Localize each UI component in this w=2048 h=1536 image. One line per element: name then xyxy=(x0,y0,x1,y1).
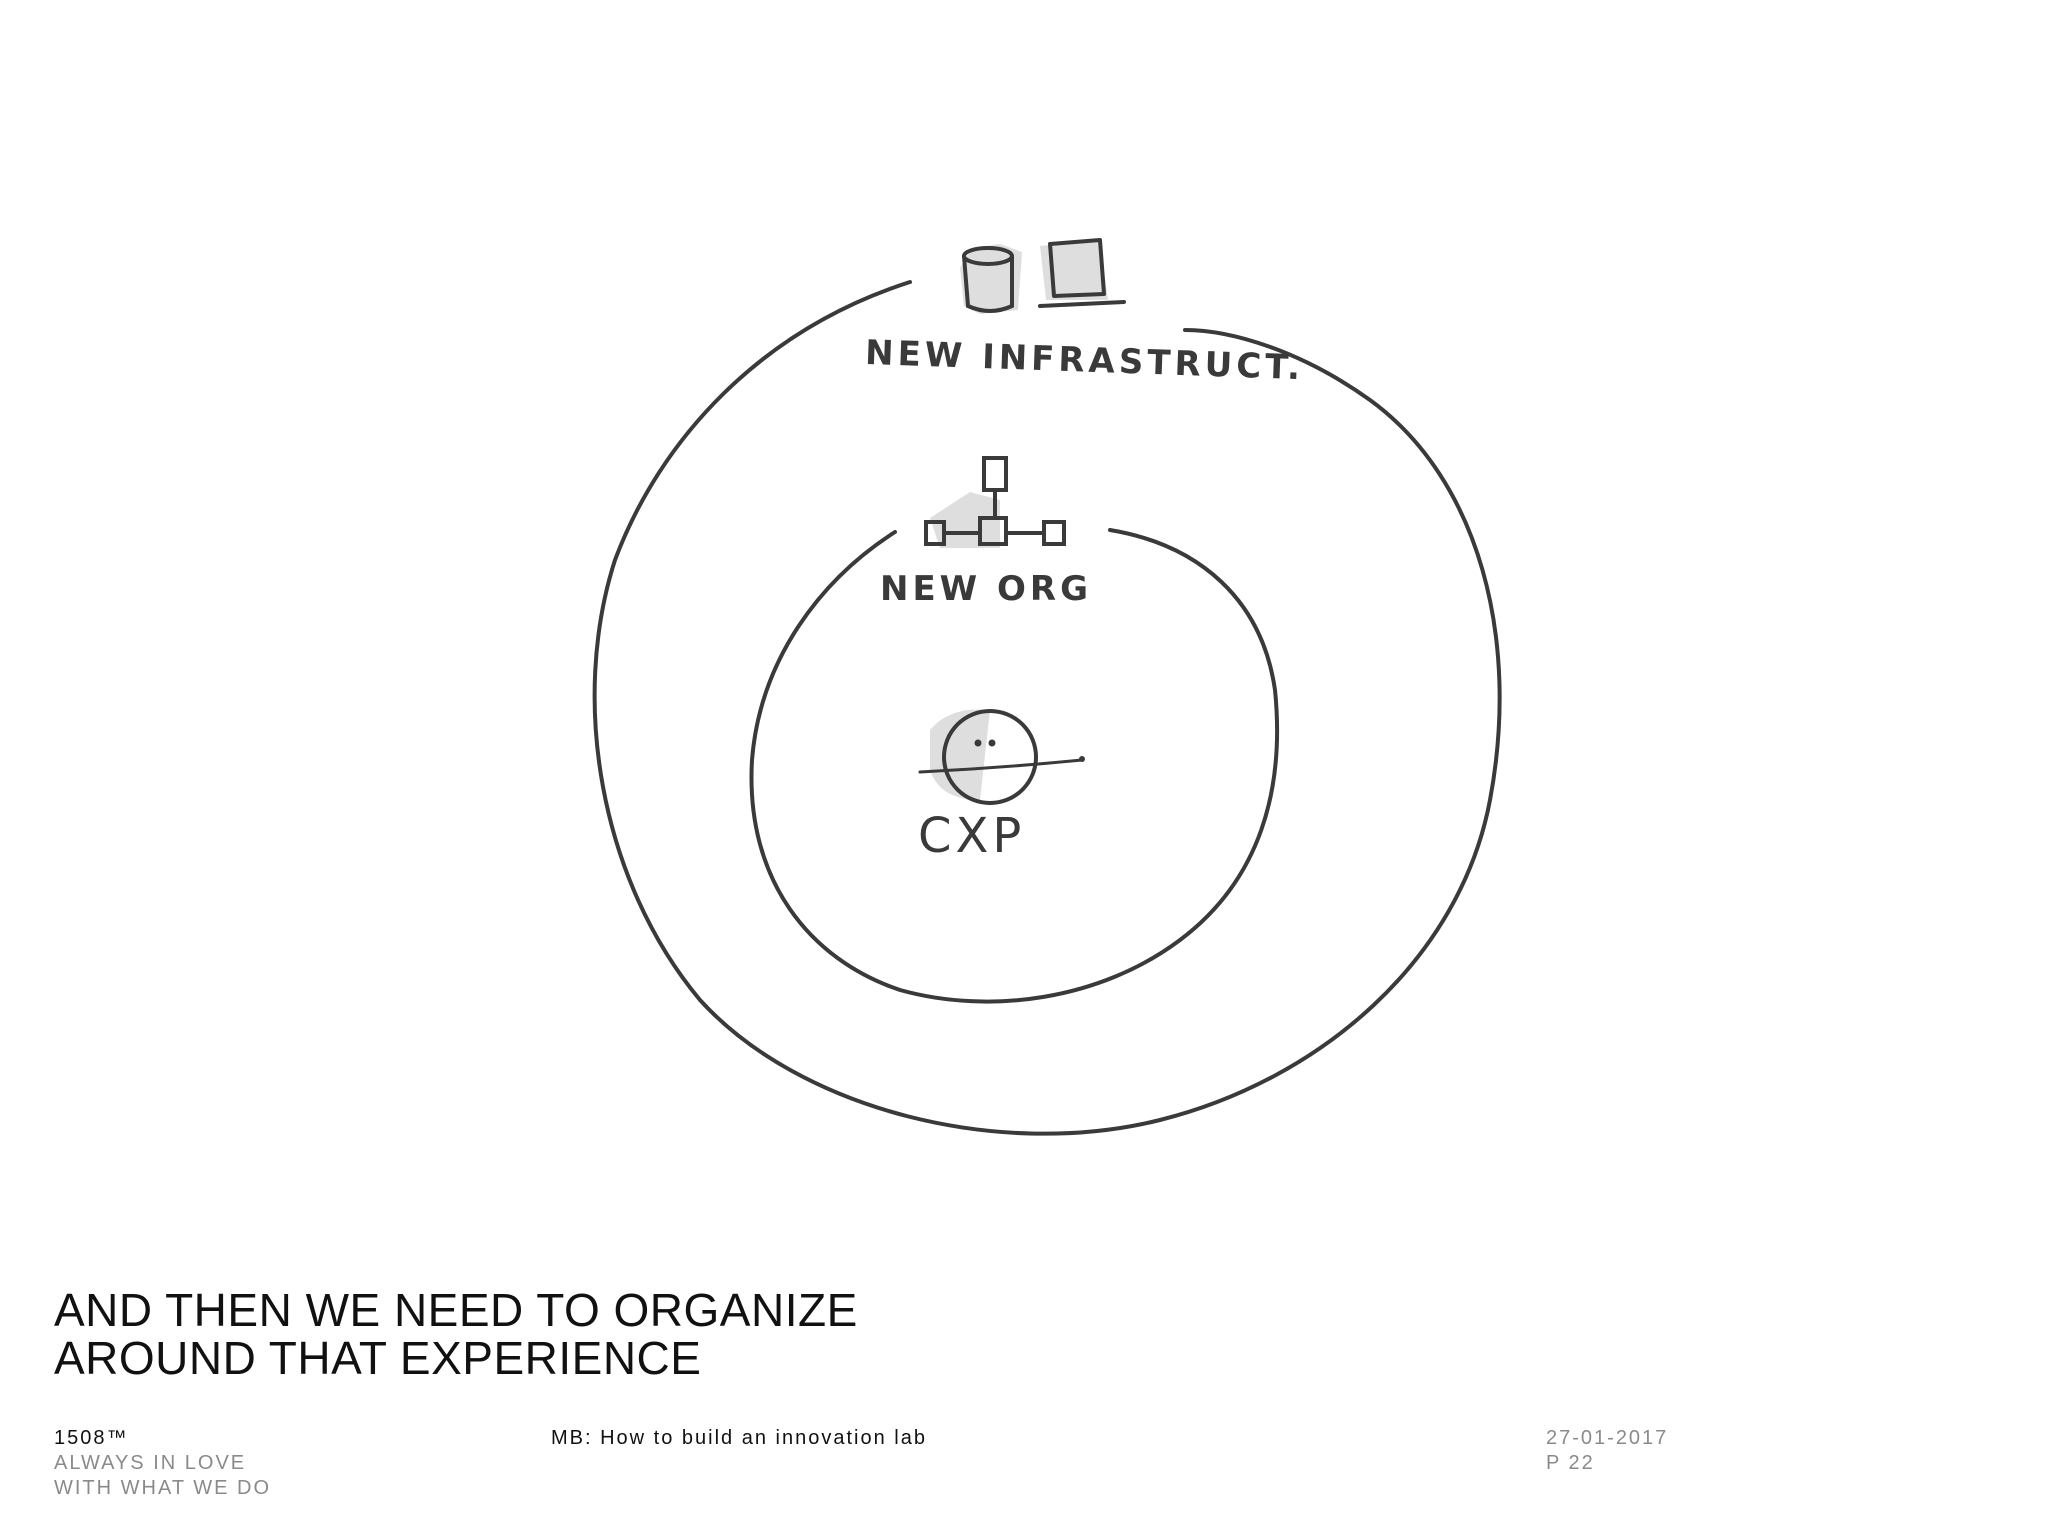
slide-meta: 27-01-2017 P 22 xyxy=(1546,1426,1668,1476)
slide-date: 27-01-2017 xyxy=(1546,1427,1669,1449)
tagline-line-2: WITH WHAT WE DO xyxy=(54,1477,272,1499)
org-chart-icon xyxy=(924,456,1066,548)
middle-label: NEW ORG xyxy=(880,569,1092,609)
slide-footer: 1508™ ALWAYS IN LOVE WITH WHAT WE DO MB:… xyxy=(0,1426,2048,1526)
customer-face-icon xyxy=(918,709,1085,805)
headline-line-2: AROUND THAT EXPERIENCE xyxy=(54,1332,702,1384)
slide-headline: AND THEN WE NEED TO ORGANIZE AROUND THAT… xyxy=(54,1286,1254,1382)
page-number: P 22 xyxy=(1546,1452,1595,1474)
database-icon xyxy=(960,244,1022,314)
inner-circle xyxy=(749,528,1280,1004)
document-title: MB: How to build an innovation lab xyxy=(551,1427,927,1449)
outer-label: NEW INFRASTRUCT. xyxy=(864,333,1304,388)
outer-circle xyxy=(592,280,1502,1136)
laptop-icon xyxy=(1038,238,1126,308)
brand-name: 1508™ xyxy=(54,1427,129,1449)
inner-label: CXP xyxy=(918,808,1025,864)
brand-block: 1508™ ALWAYS IN LOVE WITH WHAT WE DO xyxy=(54,1426,271,1501)
headline-line-1: AND THEN WE NEED TO ORGANIZE xyxy=(54,1284,858,1336)
tagline-line-1: ALWAYS IN LOVE xyxy=(54,1452,247,1474)
